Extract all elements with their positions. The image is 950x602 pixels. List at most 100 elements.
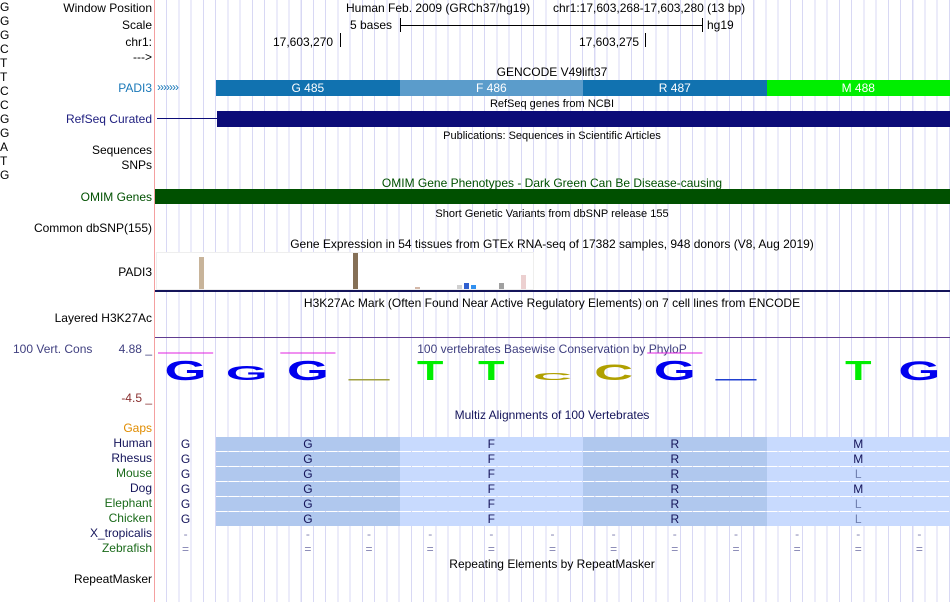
alignment-gap: -: [183, 527, 188, 541]
exon-block[interactable]: G 485: [216, 80, 400, 96]
species-label-mouse[interactable]: Mouse: [115, 466, 152, 480]
gtex-tissue-bar[interactable]: [415, 286, 420, 289]
h3k27ac-baseline: [155, 337, 950, 338]
alignment-gap: =: [671, 542, 679, 556]
gencode-track-label[interactable]: PADI3: [118, 81, 152, 95]
exon-block[interactable]: F 486: [399, 80, 584, 96]
alignment-codon: G: [216, 452, 400, 466]
alignment-row[interactable]: ------------: [155, 527, 950, 541]
publications-track-label[interactable]: Sequences: [91, 143, 152, 157]
base-letter: G: [0, 112, 10, 126]
phylop-ymin: -4.5 _: [121, 391, 152, 405]
refseq-gene-bar[interactable]: [217, 111, 950, 127]
alignment-row[interactable]: ============: [155, 542, 950, 556]
logo-low-mark: [348, 379, 390, 381]
logo-letter-t: T: [845, 355, 871, 387]
alignment-gap: =: [915, 542, 923, 556]
species-label-zebrafish[interactable]: Zebrafish: [101, 541, 152, 555]
alignment-base: G: [180, 497, 191, 511]
scale-db: hg19: [707, 18, 734, 32]
alignment-codon: R: [583, 452, 767, 466]
h3k27ac-track-label[interactable]: Layered H3K27Ac: [54, 311, 152, 325]
exon-block[interactable]: M 488: [766, 80, 950, 96]
alignment-gap: -: [428, 527, 433, 541]
alignment-codon: R: [583, 437, 767, 451]
strand-label[interactable]: --->: [133, 50, 152, 64]
gtex-tissue-bar[interactable]: [521, 274, 526, 289]
alignment-codon: F: [399, 467, 584, 481]
species-label-rhesus[interactable]: Rhesus: [111, 451, 152, 465]
logo-letter-t: T: [478, 355, 504, 387]
base-letter: G: [0, 0, 10, 14]
alignment-codon: L: [766, 497, 950, 511]
base-letter: G: [0, 168, 10, 182]
base-letter: G: [0, 14, 10, 28]
base-letter: G: [0, 126, 10, 140]
gtex-tissue-bar[interactable]: [199, 257, 204, 289]
alignment-gap: -: [489, 527, 494, 541]
alignment-codon: G: [216, 512, 400, 526]
refseq-track-label[interactable]: RefSeq Curated: [65, 112, 152, 126]
alignment-codon: R: [583, 482, 767, 496]
alignment-codon: G: [216, 437, 400, 451]
alignment-gap: -: [367, 527, 372, 541]
dbsnp-track-label[interactable]: Common dbSNP(155): [33, 221, 152, 235]
gtex-track-label[interactable]: PADI3: [118, 265, 152, 279]
logo-letter-g: G: [898, 356, 940, 386]
phylop-ymax: 4.88 _: [118, 342, 152, 356]
omim-track-label[interactable]: OMIM Genes: [80, 190, 152, 204]
alignment-codon: M: [766, 437, 950, 451]
base-letter: C: [0, 84, 9, 98]
exon-block[interactable]: R 487: [583, 80, 767, 96]
gtex-tissue-bar[interactable]: [499, 282, 504, 289]
strand-arrows-icon: ›››››››: [157, 80, 179, 94]
alignment-codon: F: [399, 452, 584, 466]
alignment-codon: M: [766, 452, 950, 466]
logo-letter-g: G: [165, 355, 207, 386]
alignment-codon: L: [766, 512, 950, 526]
gtex-tissue-bar[interactable]: [471, 285, 476, 289]
scale-bar: [400, 25, 702, 26]
base-letter: T: [0, 70, 8, 84]
logo-letter-t: T: [417, 355, 443, 387]
window-position-label: Window Position: [63, 1, 152, 15]
tick-mark-2: [645, 33, 646, 47]
alignment-codon: L: [766, 467, 950, 481]
alignment-codon: F: [399, 512, 584, 526]
alignment-gap: =: [304, 542, 312, 556]
species-label-dog[interactable]: Dog: [129, 481, 152, 495]
repeatmasker-track-label[interactable]: RepeatMasker: [73, 572, 152, 586]
alignment-codon: G: [216, 467, 400, 481]
omim-gene-bar[interactable]: [155, 189, 950, 204]
logo-letter-g: G: [654, 355, 696, 386]
gencode-track-title: GENCODE V49lift37: [496, 65, 608, 79]
alignment-gap: =: [732, 542, 740, 556]
species-label-elephant[interactable]: Elephant: [104, 496, 152, 510]
snps-label[interactable]: SNPs: [121, 158, 152, 172]
alignment-gap: -: [795, 527, 800, 541]
publications-track-title: Publications: Sequences in Scientific Ar…: [443, 130, 661, 142]
alignment-gap: =: [854, 542, 862, 556]
position-tick-2: 17,603,275: [579, 35, 640, 49]
alignment-gap: =: [182, 542, 190, 556]
alignment-gap: -: [856, 527, 861, 541]
gtex-tissue-bar[interactable]: [464, 283, 469, 289]
phylop-track-label[interactable]: 100 Vert. Cons: [13, 342, 93, 356]
species-label-chicken[interactable]: Chicken: [108, 511, 152, 525]
species-label-x_tropicalis[interactable]: X_tropicalis: [89, 526, 152, 540]
species-label-human[interactable]: Human: [113, 436, 152, 450]
gtex-tissue-bar[interactable]: [353, 253, 358, 289]
alignment-base: G: [180, 467, 191, 481]
base-letter: A: [0, 140, 9, 154]
gtex-tissue-bar[interactable]: [457, 284, 462, 289]
gtex-expression-chart[interactable]: [156, 252, 534, 290]
logo-letter-g: G: [287, 355, 329, 386]
